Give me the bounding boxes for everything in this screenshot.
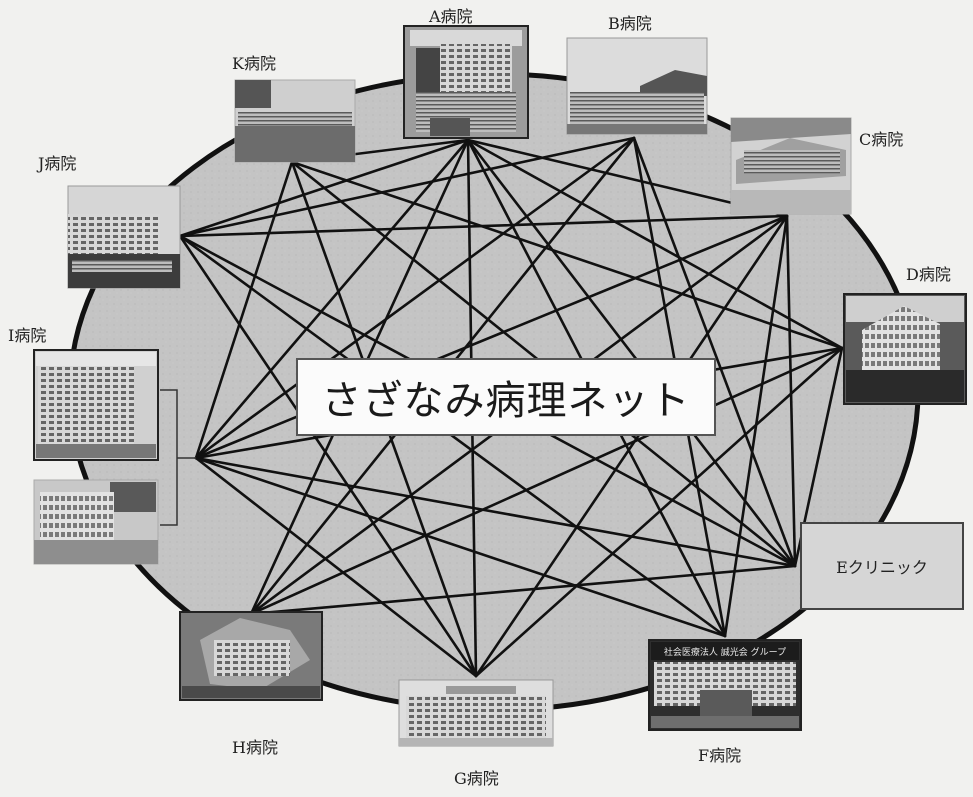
j-hospital-label: J病院 <box>38 154 77 173</box>
i-hospital-label: I病院 <box>8 326 47 345</box>
h-hospital-photo <box>179 611 323 701</box>
d-hospital-label: D病院 <box>906 265 951 284</box>
link-b-i <box>194 136 636 460</box>
f-sign-text: 社会医療法人 誠光会 グループ <box>664 646 786 658</box>
link-j-f <box>178 234 727 638</box>
network-title-box: さざなみ病理ネット <box>296 358 716 436</box>
link-a-d <box>466 138 844 350</box>
link-i-g <box>194 456 478 678</box>
link-i-f <box>194 456 727 638</box>
link-g-d <box>474 346 844 678</box>
k-hospital-label: K病院 <box>232 54 276 73</box>
link-d-k <box>290 160 844 350</box>
link-c-e <box>785 214 797 568</box>
link-h-d <box>249 346 844 616</box>
k-hospital-photo <box>234 79 356 163</box>
i-bracket <box>160 389 196 526</box>
link-h-e <box>249 564 797 616</box>
h-hospital-label: H病院 <box>232 738 278 757</box>
link-b-e <box>632 136 797 568</box>
link-j-g <box>178 234 478 678</box>
c-hospital-label: C病院 <box>859 130 904 149</box>
g-hospital-photo <box>398 679 554 747</box>
d-hospital-photo <box>843 293 967 405</box>
link-k-i <box>194 160 294 460</box>
network-title: さざなみ病理ネット <box>321 378 691 424</box>
b-hospital-label: B病院 <box>608 14 652 33</box>
e-clinic-label: Eクリニック <box>836 558 928 577</box>
j-hospital-photo <box>67 185 181 289</box>
link-i-e <box>194 456 797 568</box>
f-hospital-label: F病院 <box>698 746 742 765</box>
c-hospital-photo <box>730 117 852 215</box>
f-hospital-photo <box>648 639 802 731</box>
a-hospital-label: A病院 <box>429 7 473 26</box>
link-a-i <box>194 138 470 460</box>
link-c-i <box>194 214 789 460</box>
link-b-j <box>178 136 636 238</box>
i-hospital-photo-1 <box>33 349 159 461</box>
g-hospital-label: G病院 <box>454 769 499 788</box>
link-c-g <box>474 214 789 678</box>
i-hospital-photo-2 <box>33 479 159 565</box>
b-hospital-photo <box>566 37 708 135</box>
a-hospital-photo <box>403 25 529 139</box>
link-a-e <box>466 138 797 568</box>
e-clinic-box: Eクリニック <box>800 522 964 610</box>
